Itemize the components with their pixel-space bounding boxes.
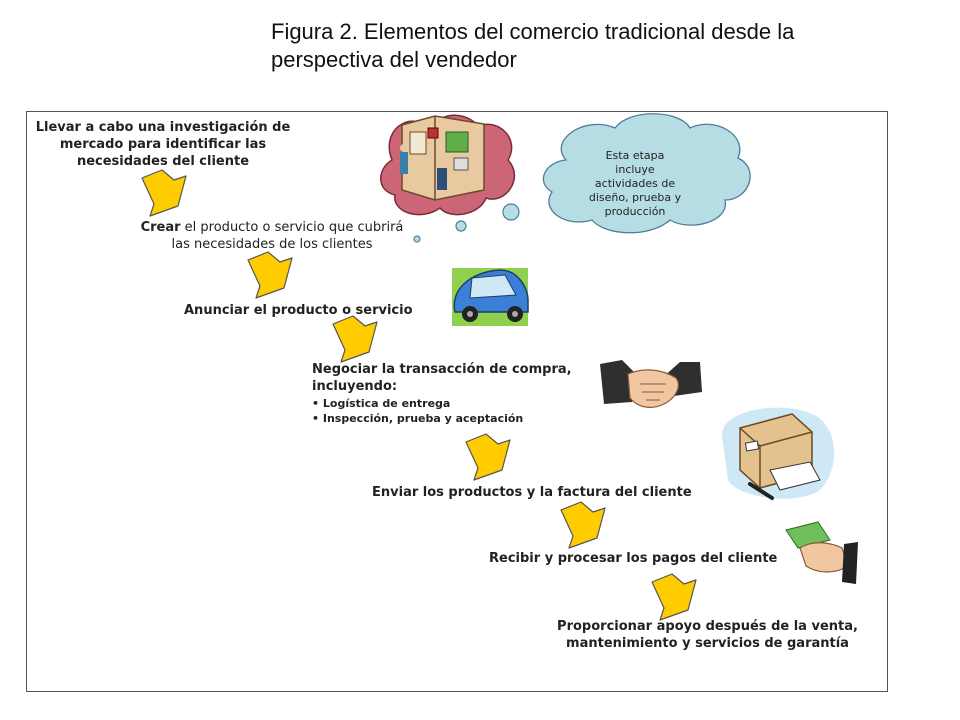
step-text: el producto o servicio que cubrirá [180,220,404,235]
car-clipart-icon [452,268,529,326]
step-market-research: Llevar a cabo una investigación de merca… [28,119,298,170]
step-text-line: las necesidades de los clientes [171,237,373,252]
money-hand-clipart-icon [785,521,858,584]
office-clipart-icon [380,114,516,216]
thought-bubble-cloud [413,113,751,243]
step-after-sale-support: Proporcionar apoyo después de la venta, … [540,618,875,652]
step-text-line: mantenimiento y servicios de garantía [566,636,849,651]
bubble-text-line: diseño, prueba y [588,191,682,204]
figure-title: Figura 2. Elementos del comercio tradici… [271,18,911,74]
bubble-text-line: Esta etapa [605,149,665,162]
diagram-frame [26,111,888,692]
step-receive-payments: Recibir y procesar los pagos del cliente [489,551,778,566]
step-text-line: necesidades del cliente [76,154,250,169]
step-text-line: incluyendo: [312,379,398,394]
list-item: Inspección, prueba y aceptación [312,411,602,426]
list-item: Logística de entrega [312,396,602,411]
step-text-line: Llevar a cabo una investigación de [35,120,291,135]
step-text-line: Crear el producto o servicio que cubrirá [112,219,432,236]
bubble-text-line: producción [604,205,666,218]
step-keyword: Crear [140,220,181,235]
step-text-line: mercado para identificar las [59,137,267,152]
flow-arrow-1 [141,169,187,217]
step-advertise: Anunciar el producto o servicio [184,303,413,318]
negotiation-bullet-list: Logística de entrega Inspección, prueba … [312,396,602,426]
flow-arrow-2 [247,251,293,299]
step-text-line: Negociar la transacción de compra, [312,362,572,377]
step-text-line: Proporcionar apoyo después de la venta, [557,619,858,634]
bubble-text-line: incluye [615,163,655,176]
step-ship-invoice: Enviar los productos y la factura del cl… [372,485,692,500]
bubble-text-line: actividades de [594,177,676,190]
handshake-clipart-icon [600,360,702,408]
thought-bubble-text: Esta etapa incluye actividades de diseño… [572,149,698,219]
step-create-product: Crear el producto o servicio que cubrirá… [112,219,432,253]
flow-arrow-4 [465,433,511,481]
figure-title-line2: perspectiva del vendedor [271,47,517,72]
flow-arrow-3 [332,315,378,363]
flow-arrow-5 [560,501,606,549]
step-negotiate: Negociar la transacción de compra, inclu… [312,361,602,426]
package-clipart-icon [721,407,835,500]
figure-title-line1: Figura 2. Elementos del comercio tradici… [271,19,795,44]
flow-arrow-6 [651,573,697,621]
